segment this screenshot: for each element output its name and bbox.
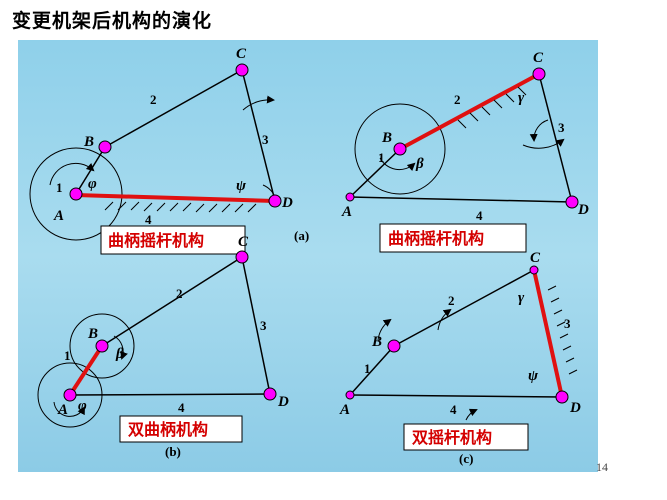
label-B: B xyxy=(371,334,382,350)
mechanism-name: 双曲柄机构 xyxy=(128,420,208,439)
pivot-B xyxy=(393,142,407,156)
slide-title: 变更机架后机构的演化 xyxy=(12,10,213,32)
crank-circle xyxy=(354,103,446,195)
pivot-A xyxy=(345,192,355,202)
panel-c: A B C D 1 2 3 4 γ ψ 双摇杆机构 (c) xyxy=(339,250,581,466)
link-4-number: 4 xyxy=(145,212,152,227)
link-2 xyxy=(393,269,535,347)
label-D: D xyxy=(577,202,589,218)
mechanism-name-box xyxy=(379,223,527,253)
mechanism-name: 双摇杆机构 xyxy=(412,428,492,447)
slide-number: 14 xyxy=(596,460,608,474)
link-1 xyxy=(349,345,395,396)
pivot-B xyxy=(95,339,109,353)
label-D: D xyxy=(277,394,289,410)
mechanism-name: 曲柄摇杆机构 xyxy=(388,229,484,248)
label-A: A xyxy=(341,204,352,220)
mechanism-name-box xyxy=(100,225,246,255)
crank-circle xyxy=(29,147,123,241)
link-1-number: 1 xyxy=(64,348,71,363)
mechanism-name: 曲柄摇杆机构 xyxy=(108,231,204,250)
pivot-B xyxy=(387,339,401,353)
link-3-number: 3 xyxy=(558,120,565,135)
angle-phi: φ xyxy=(78,398,87,414)
link-3-number: 3 xyxy=(262,132,269,147)
pivot-C xyxy=(235,250,249,264)
link-4-number: 4 xyxy=(450,402,457,417)
link-1-number: 1 xyxy=(378,150,385,165)
link-1 xyxy=(349,148,401,198)
mechanism-name-box xyxy=(403,423,529,451)
link-3-frame xyxy=(532,269,564,398)
pivot-D xyxy=(555,390,569,404)
link-4 xyxy=(349,394,563,398)
label-C: C xyxy=(238,234,249,250)
ground-hatching xyxy=(547,285,578,375)
label-B: B xyxy=(83,134,94,150)
panel-caption: (b) xyxy=(165,444,181,459)
pivot-A xyxy=(69,187,83,201)
label-B: B xyxy=(381,130,392,146)
label-C: C xyxy=(530,250,541,266)
link-2-number: 2 xyxy=(448,293,455,308)
link-2-number: 2 xyxy=(454,92,461,107)
label-A: A xyxy=(57,402,68,418)
pivot-A xyxy=(63,388,77,402)
ground-hatching xyxy=(104,201,257,213)
angle-psi: ψ xyxy=(236,178,247,194)
link-1-number: 1 xyxy=(56,180,63,195)
link-2-number: 2 xyxy=(176,286,183,301)
pivot-A xyxy=(345,390,355,400)
pivot-C xyxy=(235,63,249,77)
link-2-coupler xyxy=(399,72,540,151)
label-A: A xyxy=(53,208,64,224)
pivot-D xyxy=(268,194,282,208)
panel-b: A B C D 1 2 3 4 φ β 双曲柄机构 (b) xyxy=(37,234,289,459)
angle-beta: β xyxy=(415,156,424,172)
link-2 xyxy=(101,256,243,347)
panel-a: A B C D 1 2 3 4 φ ψ 曲柄摇杆机构 (a) xyxy=(29,46,309,255)
link-4-frame xyxy=(349,196,573,203)
link-3-number: 3 xyxy=(260,318,267,333)
panel-caption: (c) xyxy=(459,451,473,466)
pivot-D xyxy=(565,195,579,209)
diagram-background xyxy=(18,40,598,472)
label-D: D xyxy=(281,195,293,211)
pivot-D xyxy=(263,387,277,401)
link-2 xyxy=(104,69,243,148)
link-4-number: 4 xyxy=(476,208,483,223)
label-A: A xyxy=(339,402,350,418)
panel-a2: A B C D 1 2 3 4 β γ 曲柄摇杆机构 xyxy=(341,50,589,253)
link-3-number: 3 xyxy=(564,316,571,331)
pivot-C xyxy=(532,67,546,81)
label-B: B xyxy=(87,326,98,342)
panel-caption: (a) xyxy=(294,228,309,243)
link-4-number: 4 xyxy=(178,400,185,415)
angle-gamma: γ xyxy=(518,290,525,306)
pivot-C xyxy=(529,265,539,275)
angle-beta: β xyxy=(115,346,124,362)
link-4-frame xyxy=(75,193,276,203)
link-1 xyxy=(75,146,106,195)
link-2-number: 2 xyxy=(150,92,157,107)
label-C: C xyxy=(236,46,247,62)
pivot-B xyxy=(98,140,112,154)
link-3 xyxy=(538,73,573,203)
label-D: D xyxy=(569,400,581,416)
link-1-number: 1 xyxy=(364,361,371,376)
angle-gamma: γ xyxy=(518,90,525,106)
link-4 xyxy=(69,393,271,396)
angle-psi: ψ xyxy=(528,368,539,384)
mechanism-name-box xyxy=(119,415,243,443)
label-C: C xyxy=(533,50,544,66)
link-3 xyxy=(241,256,271,395)
link-1-frame xyxy=(68,344,104,397)
linkage-diagram: A B C D 1 2 3 4 φ ψ 曲柄摇杆机构 (a) A B C xyxy=(18,40,598,472)
crank-circle-B xyxy=(69,313,135,379)
ground-hatching xyxy=(457,86,527,129)
link-3 xyxy=(241,69,276,202)
angle-phi: φ xyxy=(88,176,97,192)
